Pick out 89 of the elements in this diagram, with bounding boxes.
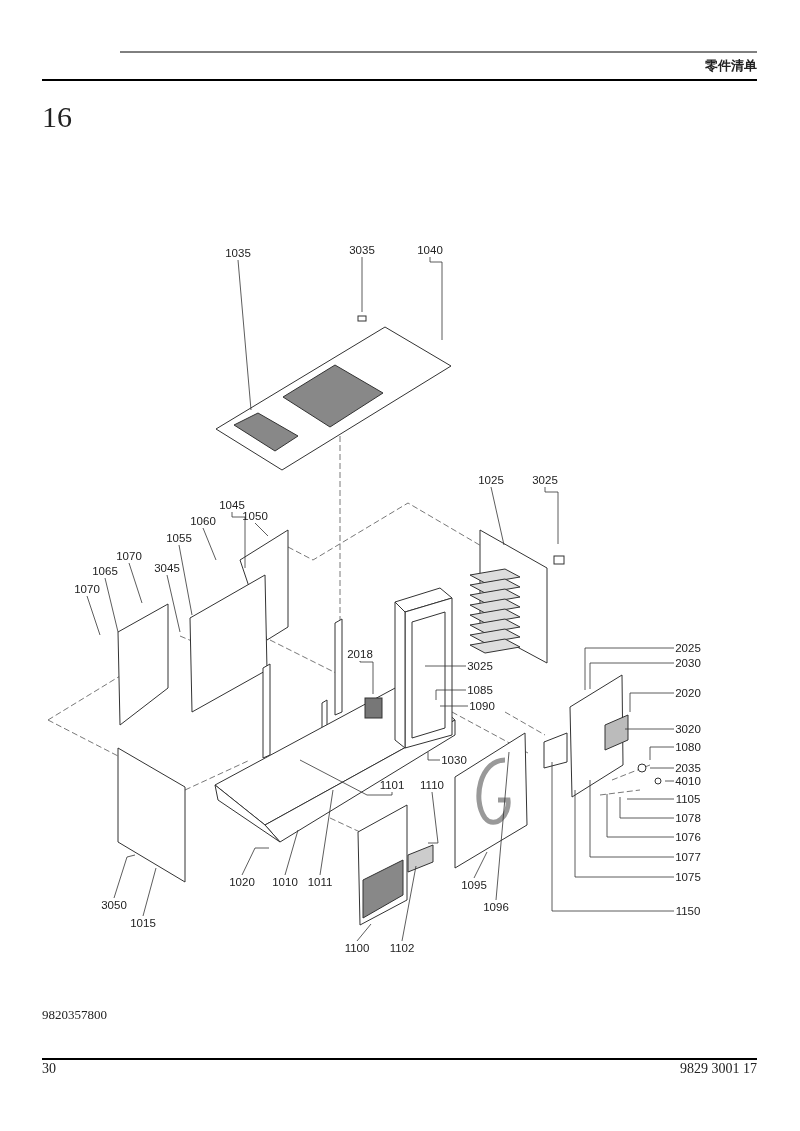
document-number: 9820357800	[42, 1007, 107, 1023]
leader-line	[424, 665, 467, 667]
callout-number: 1110	[418, 778, 446, 792]
callout-number: 1077	[674, 850, 702, 864]
leader-line	[113, 854, 136, 899]
callout-number: 1100	[343, 941, 371, 955]
callout-number: 1102	[388, 941, 416, 955]
callout-number: 1030	[440, 753, 468, 767]
callout-number: 1011	[306, 875, 334, 889]
callout-number: 3025	[531, 473, 559, 487]
callout-number: 1101	[378, 778, 406, 792]
leader-line	[284, 829, 299, 876]
leader-line	[299, 759, 393, 796]
leader-line	[626, 798, 675, 800]
leader-line	[606, 793, 675, 838]
callout-number: 1078	[674, 811, 702, 825]
callout-number: 4010	[674, 774, 702, 788]
callout-number: 1045	[218, 498, 246, 512]
callout-number: 1076	[674, 830, 702, 844]
leader-line	[361, 256, 363, 313]
callout-number: 1025	[477, 473, 505, 487]
callout-number: 1050	[241, 509, 269, 523]
callout-number: 1060	[189, 514, 217, 528]
leader-line	[104, 577, 119, 633]
callout-number: 3045	[153, 561, 181, 575]
leader-line	[231, 511, 246, 569]
leader-line	[624, 728, 675, 730]
callout-number: 1015	[129, 916, 157, 930]
leader-line	[202, 527, 217, 561]
callout-number: 1040	[416, 243, 444, 257]
callout-number: 2030	[674, 656, 702, 670]
leader-line	[241, 847, 270, 876]
callout-number: 1085	[466, 683, 494, 697]
leader-line	[142, 867, 157, 917]
leader-line	[401, 865, 417, 942]
leader-line	[544, 486, 559, 545]
page-number: 30	[42, 1061, 56, 1077]
callout-number: 1070	[73, 582, 101, 596]
callout-number: 1095	[460, 878, 488, 892]
callout-number: 3020	[674, 722, 702, 736]
leader-line	[427, 751, 441, 761]
callout-number: 2018	[346, 647, 374, 661]
leader-line	[619, 796, 675, 819]
callout-number: 3035	[348, 243, 376, 257]
leader-line	[359, 660, 374, 695]
callout-number: 1070	[115, 549, 143, 563]
leader-line	[589, 779, 675, 858]
callout-number: 1105	[674, 792, 702, 806]
callout-number: 1090	[468, 699, 496, 713]
callout-number: 1150	[674, 904, 702, 918]
leader-line	[495, 751, 510, 901]
leader-line	[574, 789, 675, 878]
leader-line	[584, 647, 675, 691]
leader-line	[254, 522, 269, 537]
leader-line	[551, 761, 675, 912]
leader-line	[427, 791, 439, 844]
document-number: 9829 3001 17	[680, 1061, 757, 1077]
leader-line	[128, 562, 143, 604]
leader-line	[490, 486, 505, 546]
callout-number: 3025	[466, 659, 494, 673]
leader-line	[435, 689, 467, 701]
page-title: 零件清单	[705, 57, 757, 75]
callout-number: 1035	[224, 246, 252, 260]
leader-line	[649, 746, 675, 761]
callout-number: 1055	[165, 531, 193, 545]
callout-number: 2025	[674, 641, 702, 655]
leader-line	[649, 767, 675, 769]
leader-line	[429, 256, 443, 341]
callout-number: 2035	[674, 761, 702, 775]
leader-line	[473, 851, 488, 879]
callout-number: 1080	[674, 740, 702, 754]
callout-number: 1096	[482, 900, 510, 914]
callout-number: 3050	[100, 898, 128, 912]
leader-line	[237, 259, 252, 411]
callout-number: 1065	[91, 564, 119, 578]
leader-line	[664, 780, 675, 782]
callout-number: 2020	[674, 686, 702, 700]
callout-number: 1010	[271, 875, 299, 889]
leader-line	[356, 923, 372, 942]
section-number: 16	[42, 100, 72, 134]
leader-line	[629, 692, 675, 713]
leader-line	[86, 595, 101, 636]
leader-line	[439, 705, 469, 707]
callout-number: 1020	[228, 875, 256, 889]
leader-line	[589, 662, 675, 690]
leader-line	[178, 544, 193, 616]
leader-line	[166, 574, 181, 633]
leader-line	[319, 789, 334, 876]
callout-number: 1075	[674, 870, 702, 884]
